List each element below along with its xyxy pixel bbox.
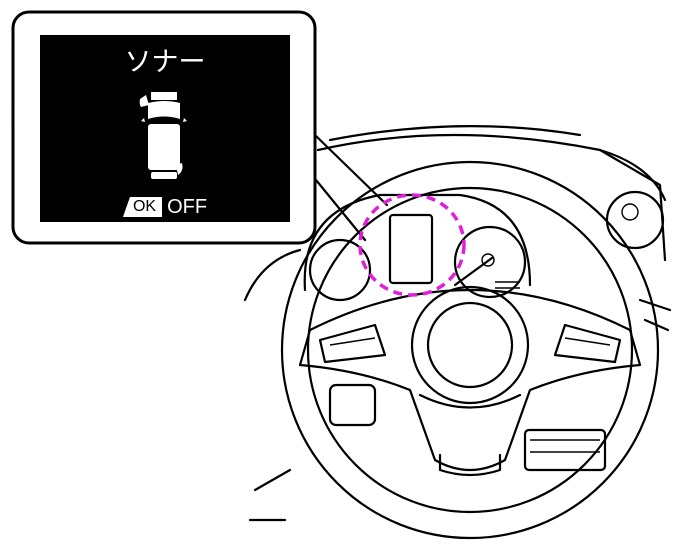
car-sonar-icon (139, 92, 187, 179)
instrument-cluster (303, 193, 532, 302)
ok-badge: OK (122, 197, 163, 217)
status-text: OFF (167, 196, 208, 218)
display-title: ソナー (124, 47, 206, 77)
steering-wheel (280, 160, 660, 540)
highlight-circle (358, 193, 466, 297)
